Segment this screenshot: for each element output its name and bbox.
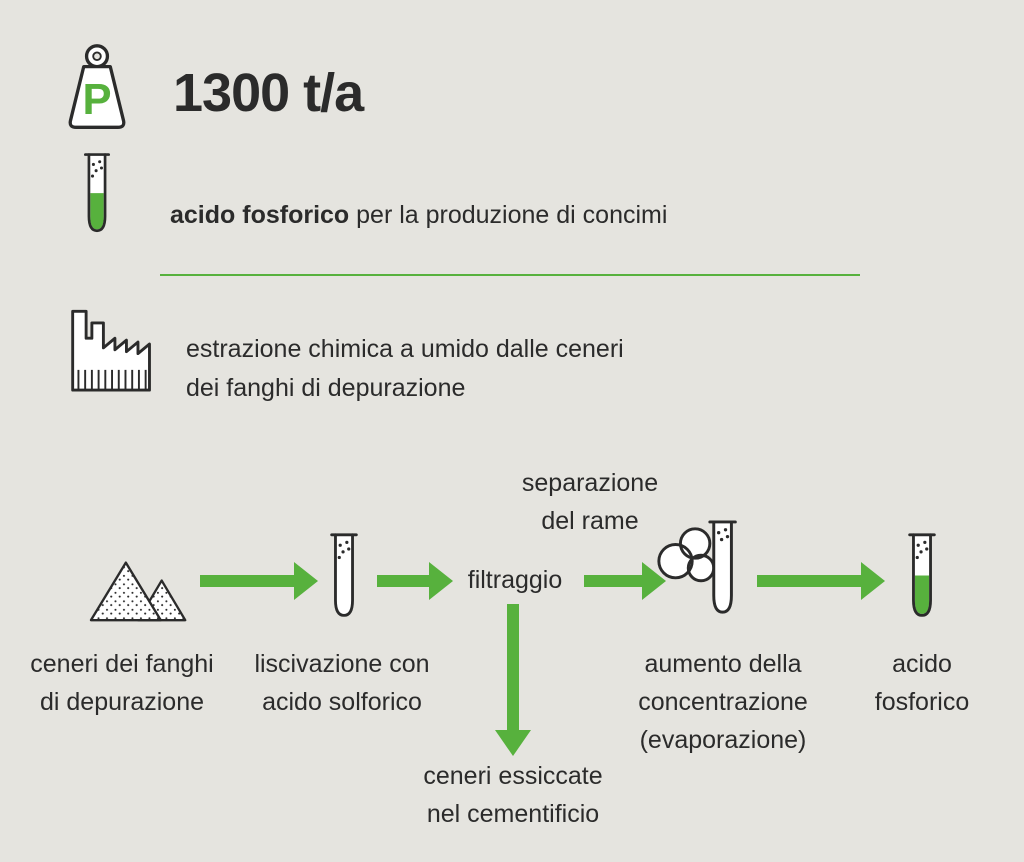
section-divider <box>160 274 860 276</box>
step-label-leaching: liscivazione con acido solforico <box>254 650 430 716</box>
product-line: acido fosforico per la produzione di con… <box>170 201 667 230</box>
amount-heading: 1300 t/a <box>173 63 364 123</box>
evaporation-cloud-tube-icon <box>657 520 737 614</box>
leaching-tube-icon <box>330 533 358 617</box>
step-label-filtering: filtraggio <box>467 566 563 594</box>
element-symbol: P <box>82 76 111 124</box>
branch-label: ceneri essiccate nel cementificio <box>423 762 603 828</box>
acid-tube-icon <box>84 153 110 233</box>
step-label-ash: ceneri dei fanghi di depurazione <box>30 650 214 716</box>
product-name: acido fosforico <box>170 201 350 229</box>
product-purpose: per la produzione di concimi <box>349 201 668 229</box>
step-label-concentration: aumento della concentrazione (evaporazio… <box>638 650 808 754</box>
flow-arrow-1 <box>200 562 318 600</box>
copper-separation-annotation: separazione del rame <box>521 469 659 535</box>
flow-arrow-2 <box>377 562 453 600</box>
flow-arrow-4 <box>757 562 885 600</box>
ash-piles-icon <box>89 561 187 622</box>
step-label-product: acido fosforico <box>874 650 970 716</box>
method-description: estrazione chimica a umido dalle ceneri … <box>186 335 624 402</box>
flow-arrow-3 <box>584 562 666 600</box>
product-tube-icon <box>908 533 936 617</box>
factory-icon <box>71 309 151 392</box>
weight-icon: P <box>68 44 126 129</box>
branch-arrow-down <box>495 604 531 756</box>
